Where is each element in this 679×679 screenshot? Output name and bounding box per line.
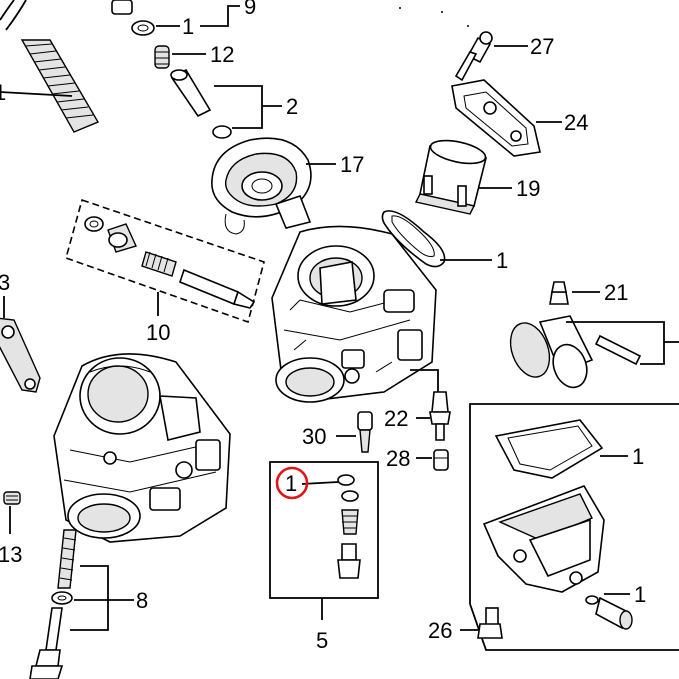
label-8: 8 (136, 588, 148, 613)
throttle-plate-assembly (509, 315, 642, 389)
label-2: 2 (286, 94, 298, 119)
throttle-spring (20, 39, 100, 133)
pilot-screw (170, 68, 212, 118)
screw-27 (454, 31, 493, 82)
throttle-link (0, 317, 41, 393)
label-21: 21 (604, 280, 628, 305)
screw-12 (154, 45, 170, 69)
idle-screw-assembly (29, 529, 77, 679)
label-1-drain: 1 (634, 582, 646, 607)
label-1-top: 1 (182, 14, 194, 39)
o-ring-top (131, 20, 155, 36)
label-26: 26 (428, 618, 452, 643)
jet-28 (433, 449, 449, 471)
label-17: 17 (340, 152, 364, 177)
label-1-gasket: 1 (496, 248, 508, 273)
jet-30 (357, 411, 373, 453)
label-1-bowl: 1 (632, 444, 644, 469)
label-30: 30 (302, 424, 326, 449)
parts-group-5 (269, 461, 379, 599)
jet-22 (429, 391, 451, 441)
parts-group-10 (65, 198, 265, 324)
label-3: 3 (0, 270, 10, 295)
label-5: 5 (316, 628, 328, 653)
label-22: 22 (384, 406, 408, 431)
label-12: 12 (210, 42, 234, 67)
label-1-circled: 1 (285, 471, 297, 496)
drain-screw (585, 595, 633, 630)
pilot-washer (212, 125, 232, 139)
label-24: 24 (564, 110, 588, 135)
label-13: 13 (0, 542, 22, 567)
float-bowl (482, 485, 605, 593)
label-27: 27 (530, 34, 554, 59)
cap-part (111, 0, 133, 15)
float-valve-parts (337, 474, 361, 579)
needle-jet-parts (84, 216, 256, 309)
label-9: 9 (244, 0, 256, 19)
top-gasket (381, 210, 446, 268)
hose-arc (0, 0, 15, 21)
screw-13 (3, 491, 21, 505)
label-19: 19 (516, 176, 540, 201)
bowl-gasket (494, 419, 604, 479)
diaphragm-cover (211, 137, 312, 235)
label-10: 10 (146, 320, 170, 345)
screw-21 (549, 281, 569, 305)
carburetor-body-right (271, 225, 437, 403)
carburetor-body-left (53, 353, 231, 543)
top-cover (451, 79, 541, 157)
label-28: 28 (386, 446, 410, 471)
label-1-left: 1 (0, 80, 6, 105)
vacuum-piston (414, 139, 487, 215)
highlight-circle (275, 466, 309, 500)
screw-26 (477, 607, 503, 639)
parts-group-bowl (469, 403, 679, 604)
